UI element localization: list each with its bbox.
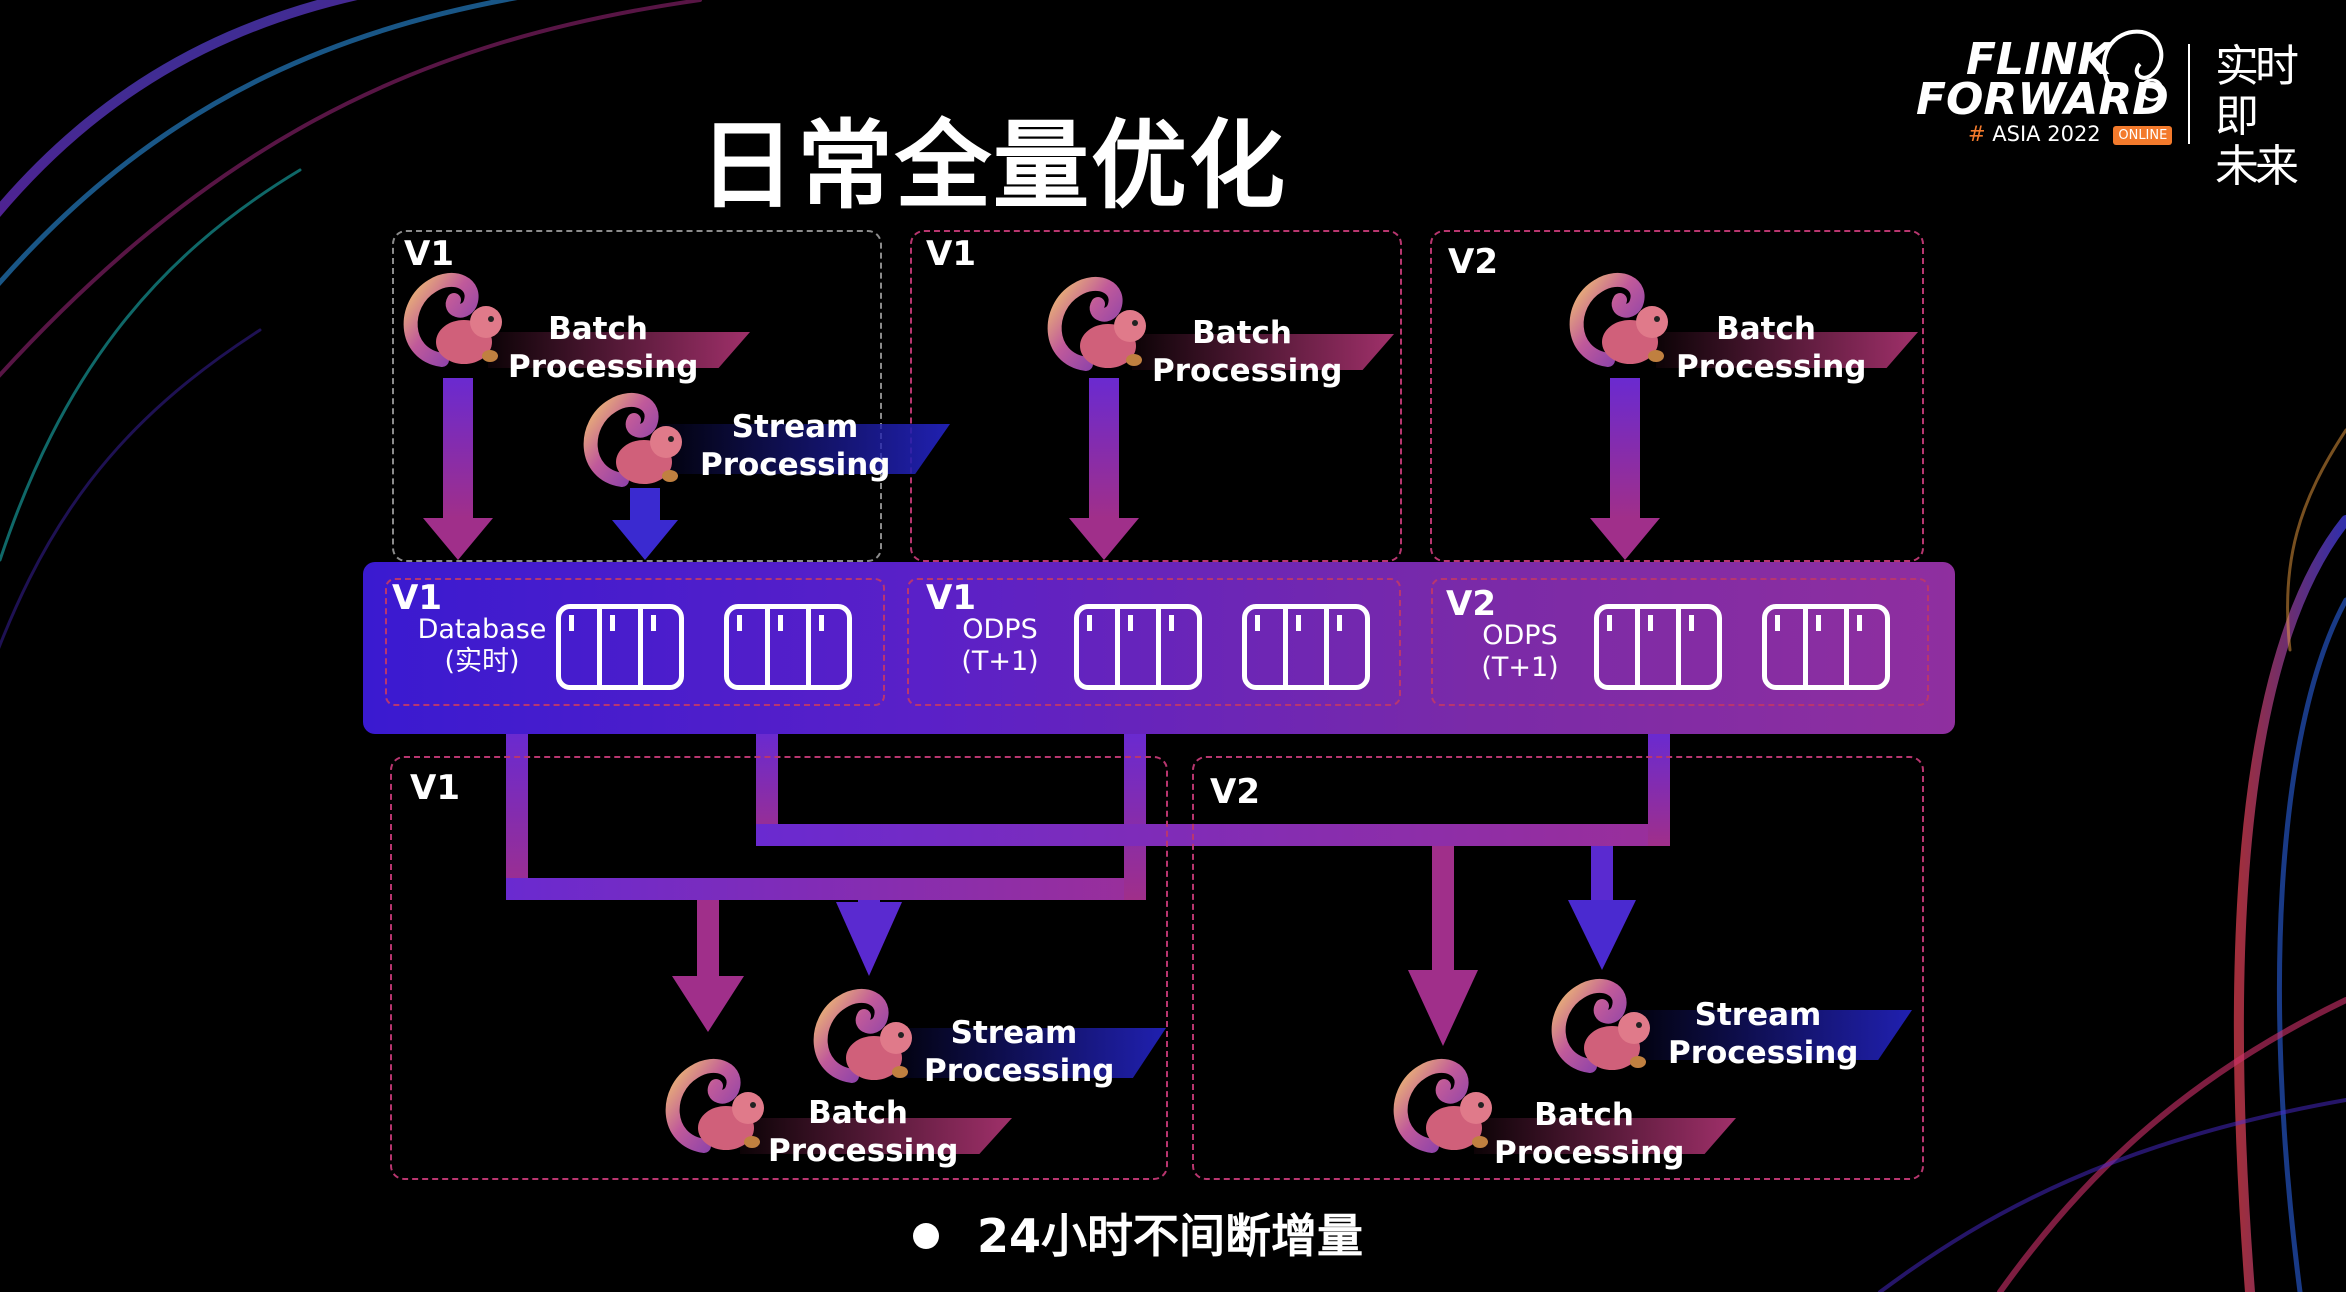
box-top-v1: V1	[392, 230, 882, 562]
storage-name: Database	[417, 614, 547, 645]
batch-stripe	[1132, 334, 1394, 370]
arrow-to-v2-stream	[1568, 846, 1636, 970]
bullet-text: 24小时不间断增量	[977, 1209, 1364, 1263]
storage-version-3: V2	[1446, 584, 1496, 624]
stream-stripe	[660, 424, 950, 474]
logo-slogan-line1: 实时即	[2215, 41, 2299, 142]
version-label: V2	[1210, 772, 1260, 812]
storage-version-2: V1	[926, 578, 976, 618]
page-title: 日常全量优化	[699, 110, 1287, 222]
box-top-v2: V2	[1430, 230, 1924, 562]
box-bottom-v1: V1	[390, 756, 1168, 1180]
batch-stripe	[1656, 332, 1918, 368]
flink-squirrel-icon	[665, 1059, 764, 1153]
logo-wordmark: FLINK FORWARD	[1916, 34, 2169, 125]
storage-block-icon	[1242, 604, 1370, 690]
logo-slogan-line2: 未来	[2215, 141, 2299, 192]
arrow-top-batch-3	[1590, 378, 1660, 560]
box-top-v1-odps: V1	[910, 230, 1402, 562]
storage-block-icon	[556, 604, 684, 690]
version-label: V1	[926, 234, 976, 274]
storage-odps-v1	[907, 578, 1401, 706]
logo-line1: FLINK	[1966, 34, 2112, 85]
logo-slogan: 实时即 未来	[2215, 42, 2305, 192]
storage-label-database: Database (实时)	[412, 614, 552, 678]
flink-squirrel-icon	[813, 989, 912, 1083]
version-label: V1	[410, 768, 460, 808]
storage-name: ODPS	[1482, 620, 1558, 651]
stream-stripe	[890, 1028, 1166, 1078]
storage-name: ODPS	[962, 614, 1038, 645]
logo-divider	[2188, 44, 2190, 144]
version-label: V1	[404, 234, 454, 274]
batch-stripe	[1474, 1118, 1736, 1154]
flink-squirrel-icon	[583, 393, 682, 487]
logo-subtitle: # ASIA 2022 ONLINE	[1968, 122, 2173, 146]
stream-stripe	[1630, 1010, 1912, 1060]
storage-sub: (T+1)	[961, 646, 1039, 677]
flink-squirrel-icon	[1393, 1059, 1492, 1153]
storage-odps-v2	[1431, 578, 1929, 706]
storage-database	[385, 578, 885, 706]
storage-label-odps-1: ODPS (T+1)	[930, 614, 1070, 678]
flink-squirrel-icon	[1569, 273, 1668, 367]
logo-edition: ASIA 2022	[1992, 122, 2101, 146]
batch-stripe	[740, 1118, 1012, 1154]
logo-line2: FORWARD	[1916, 74, 2169, 125]
box-bottom-v2: V2	[1192, 756, 1924, 1180]
storage-label-odps-2: ODPS (T+1)	[1450, 620, 1590, 684]
arrow-top-batch-1	[423, 378, 493, 560]
storage-block-icon	[1074, 604, 1202, 690]
flink-squirrel-icon	[1551, 979, 1650, 1073]
squirrel-logo-icon	[2101, 29, 2164, 102]
logo-online-badge: ONLINE	[2113, 125, 2173, 145]
arrow-to-v2-batch	[1408, 846, 1478, 1046]
flink-squirrel-icon	[1047, 277, 1146, 371]
flink-squirrel-icon	[403, 273, 502, 367]
storage-block-icon	[1594, 604, 1722, 690]
arrow-top-stream-1	[612, 488, 678, 560]
storage-sub: (T+1)	[1481, 652, 1559, 683]
bullet-dot-icon	[913, 1222, 939, 1249]
storage-version-1: V1	[392, 578, 442, 618]
route-database-to-v1-batch	[506, 734, 1146, 1032]
arrow-top-batch-2	[1069, 378, 1139, 560]
storage-block-icon	[724, 604, 852, 690]
route-database-to-v1-stream	[756, 734, 1670, 976]
version-label: V2	[1448, 242, 1498, 282]
batch-stripe	[488, 332, 750, 368]
bullet-point: 24小时不间断增量	[913, 1200, 1363, 1266]
storage-block-icon	[1762, 604, 1890, 690]
logo-hash: #	[1968, 122, 1986, 146]
storage-sub: (实时)	[444, 646, 520, 677]
